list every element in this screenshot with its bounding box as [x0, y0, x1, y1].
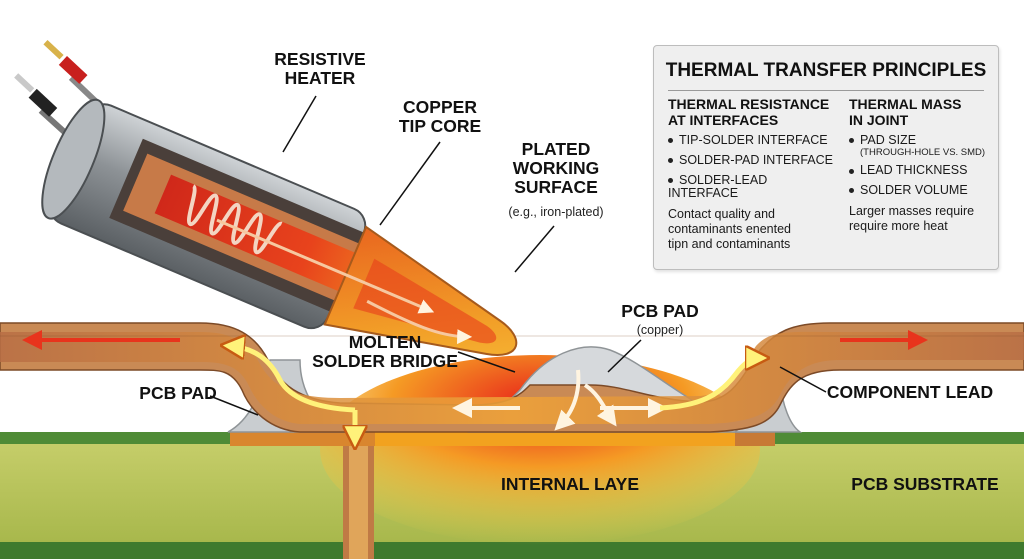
panel-title: THERMAL TRANSFER PRINCIPLES [665, 60, 987, 81]
label-molten-solder-bridge: MOLTEN SOLDER BRIDGE [312, 332, 458, 371]
arrow-up-left [230, 346, 356, 413]
list-item: PAD SIZE(THROUGH-HOLE VS. SMD) [849, 133, 989, 158]
label-pcb-pad-right: PCB PAD [621, 301, 699, 321]
leader-lines [209, 95, 827, 416]
mass-list: PAD SIZE(THROUGH-HOLE VS. SMD) LEAD THIC… [849, 133, 989, 198]
panel-divider [668, 90, 984, 91]
pcb-pad-right-copper [375, 432, 735, 446]
resistance-note: Contact quality and contaminants enented… [668, 207, 792, 252]
list-item: SOLDER-LEAD INTERFACE [668, 172, 768, 201]
label-plated-working-surface-note: (e.g., iron-plated) [508, 205, 604, 219]
bullet-icon [849, 188, 854, 194]
bullet-icon [849, 168, 854, 174]
arrow-up-right [659, 358, 760, 411]
resistance-heading: THERMAL RESISTANCE AT INTERFACES [668, 96, 830, 129]
label-internal-layer: INTERNAL LAYE [500, 474, 640, 494]
pcb-pad-left-copper [230, 432, 375, 446]
label-resistive-heater: RESISTIVE HEATER [274, 49, 366, 88]
bullet-icon [668, 158, 673, 164]
list-item: TIP-SOLDER INTERFACE [668, 133, 838, 148]
bullet-icon [668, 177, 673, 183]
mass-note: Larger masses require require more heat [849, 203, 975, 233]
resistance-list: TIP-SOLDER INTERFACE SOLDER-PAD INTERFAC… [668, 133, 838, 201]
soldering-iron [14, 40, 518, 356]
mass-heading: THERMAL MASS IN JOINT [849, 96, 962, 129]
list-item: LEAD THICKNESS [849, 164, 989, 178]
label-pcb-substrate: PCB SUBSTRATE [851, 474, 999, 494]
label-plated-working-surface: PLATED WORKING SURFACE [512, 139, 600, 197]
heat-flow-arrows [22, 330, 928, 440]
bullet-icon [668, 138, 673, 144]
panel-column-mass: THERMAL MASS IN JOINT PAD SIZE(THROUGH-H… [849, 96, 989, 234]
label-copper-tip-core: COPPER TIP CORE [398, 97, 482, 136]
panel-column-resistance: THERMAL RESISTANCE AT INTERFACES TIP-SOL… [668, 96, 838, 252]
list-item: SOLDER VOLUME [849, 183, 989, 198]
list-item: SOLDER-PAD INTERFACE [668, 153, 838, 168]
label-pcb-pad-left: PCB PAD [139, 383, 217, 403]
arrow-down-tip [554, 369, 581, 431]
label-component-lead: COMPONENT LEAD [826, 382, 994, 402]
label-pcb-pad-right-note: (copper) [636, 323, 684, 337]
resistive-heater-coil [187, 184, 284, 255]
arrow-down-tip-right [583, 383, 617, 427]
bullet-icon [849, 138, 854, 144]
thermal-principles-panel: THERMAL TRANSFER PRINCIPLES THERMAL RESI… [653, 45, 999, 270]
